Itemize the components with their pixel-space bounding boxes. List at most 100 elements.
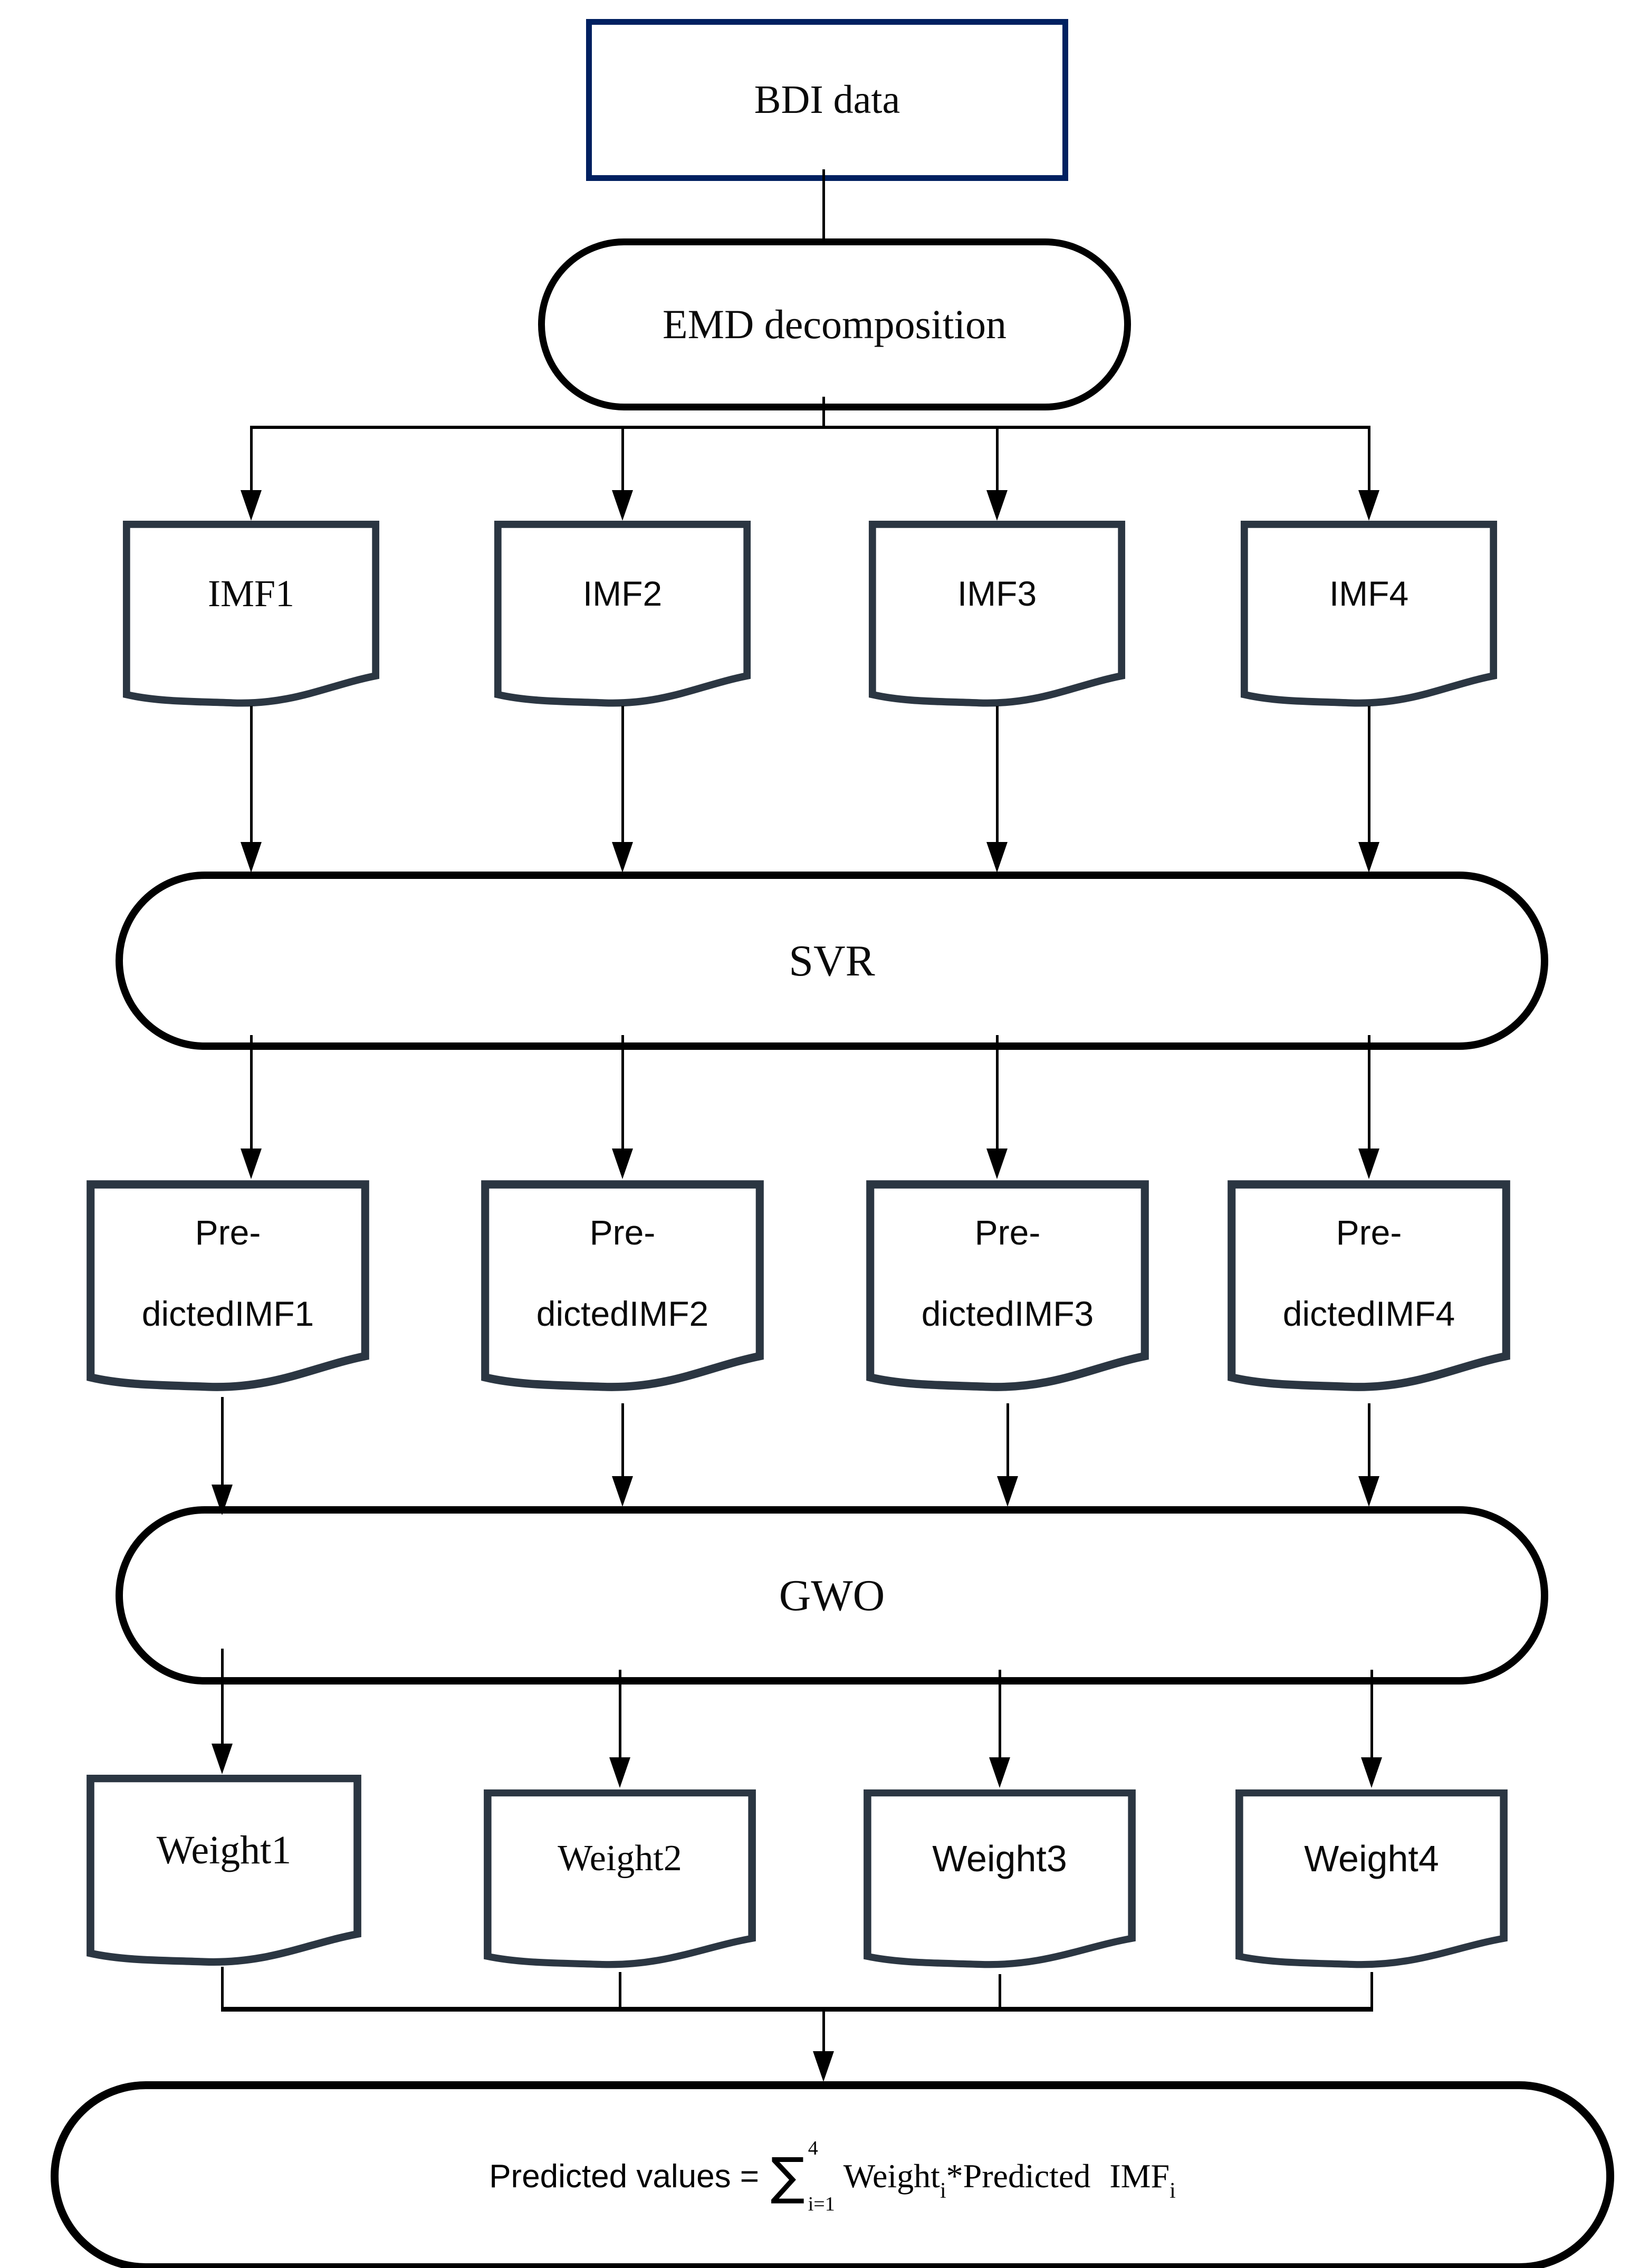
weight1-label: Weight1 [156,1827,292,1872]
formula-star-predicted: *Predicted [946,2157,1091,2195]
arrowhead-svr-pred2 [612,1149,633,1179]
imf4-label: IMF4 [1329,574,1409,613]
predicted-imf1-label: Pre- dictedIMF1 [85,1179,370,1403]
gwo-label: GWO [779,1571,885,1620]
sigma-limits: 4 i=1 [808,2137,835,2216]
predicted-imf4-label: Pre- dictedIMF4 [1226,1179,1511,1403]
imf2-label: IMF2 [582,574,663,613]
predicted-values-formula: Predicted values = ∑ 4 i=1 Weighti*Predi… [489,2137,1176,2216]
arrowhead-gwo-weight1 [212,1744,233,1774]
connector-svr-pred4 [1368,1035,1370,1149]
sigma-symbol: ∑ [771,2146,805,2206]
connector-weight3-collector [999,1974,1001,2011]
connector-to-imf1 [250,429,253,492]
predicted-imf2-line1: Pre- [589,1212,656,1252]
predicted-imf1-line1: Pre- [195,1212,261,1252]
connector-imf4-svr [1368,706,1370,844]
arrowhead-pred1-gwo [212,1485,233,1515]
connector-weight2-collector [619,1972,621,2011]
gwo-node: GWO [116,1506,1548,1685]
sigma-lower-limit: i=1 [808,2193,835,2215]
arrowhead-svr-pred4 [1358,1149,1379,1179]
connector-pred4-gwo [1368,1403,1370,1477]
connector-imf2-svr [621,706,624,844]
bdi-data-box: BDI data [586,19,1068,181]
connector-pred2-gwo [621,1403,624,1477]
connector-emd-distributor [822,397,825,427]
predicted-imf3-label: Pre- dictedIMF3 [865,1179,1150,1403]
connector-to-imf3 [996,429,999,492]
connector-imf3-svr [996,706,999,844]
connector-pred3-gwo [1006,1403,1009,1477]
arrowhead-pred3-gwo [997,1476,1018,1507]
arrowhead-gwo-weight2 [609,1757,630,1788]
connector-collector-final [822,2011,825,2052]
predicted-imf3-line2: dictedIMF3 [921,1294,1094,1333]
arrowhead-svr-pred1 [241,1149,262,1179]
connector-svr-pred1 [250,1035,253,1149]
imf3-label: IMF3 [957,574,1037,613]
collector-line [221,2007,1373,2012]
connector-to-imf2 [621,429,624,492]
connector-svr-pred3 [996,1035,999,1149]
arrowhead-imf3-svr [986,842,1008,873]
predicted-imf1-line2: dictedIMF1 [141,1294,314,1333]
connector-bdi-emd [822,169,825,238]
predicted-values-node: Predicted values = ∑ 4 i=1 Weighti*Predi… [51,2081,1614,2268]
arrowhead-to-imf2 [612,490,633,521]
weight4-label: Weight4 [1304,1838,1439,1879]
connector-imf1-svr [250,706,253,844]
imf1-label: IMF1 [207,572,295,615]
arrowhead-pred4-gwo [1358,1476,1379,1507]
arrowhead-collector-final [813,2051,834,2082]
emd-decomposition-node: EMD decomposition [538,238,1131,410]
imf2-document: IMF2 [493,520,752,717]
sigma-upper-limit: 4 [808,2137,818,2159]
predicted-imf4-line1: Pre- [1336,1212,1402,1252]
weight1-document: Weight1 [85,1774,362,1977]
predicted-imf2-line2: dictedIMF2 [536,1294,709,1333]
imf4-document: IMF4 [1240,520,1498,717]
arrowhead-imf2-svr [612,842,633,873]
predicted-imf3-line1: Pre- [974,1212,1041,1252]
predicted-imf4-document: Pre- dictedIMF4 [1226,1179,1511,1403]
arrowhead-gwo-weight4 [1361,1757,1382,1788]
connector-gwo-weight1 [221,1649,224,1745]
distributor-line [250,426,1370,429]
arrowhead-to-imf3 [986,490,1008,521]
predicted-imf2-label: Pre- dictedIMF2 [480,1179,765,1403]
formula-weight-subscript: i [939,2179,946,2203]
predicted-imf3-document: Pre- dictedIMF3 [865,1179,1150,1403]
connector-to-imf4 [1368,429,1370,492]
svr-node: SVR [116,872,1548,1050]
arrowhead-imf4-svr [1358,842,1379,873]
connector-pred1-gwo [221,1397,224,1486]
formula-imf-term: IMF [1109,2157,1170,2195]
formula-imf-subscript: i [1169,2179,1176,2203]
predicted-imf1-document: Pre- dictedIMF1 [85,1179,370,1403]
connector-gwo-weight2 [619,1670,621,1758]
weight3-document: Weight3 [862,1788,1137,1978]
weight3-label: Weight3 [932,1838,1067,1879]
predicted-imf4-line2: dictedIMF4 [1282,1294,1455,1333]
weight2-document: Weight2 [483,1788,757,1978]
arrowhead-to-imf1 [241,490,262,521]
connector-gwo-weight4 [1370,1670,1373,1758]
arrowhead-imf1-svr [241,842,262,873]
connector-weight4-collector [1370,1972,1373,2011]
arrowhead-pred2-gwo [612,1476,633,1507]
formula-prefix: Predicted values = [489,2158,760,2195]
weight2-label: Weight2 [558,1838,682,1879]
imf3-document: IMF3 [868,520,1126,717]
formula-weight-term: Weight [843,2157,940,2195]
predicted-imf2-document: Pre- dictedIMF2 [480,1179,765,1403]
arrowhead-to-imf4 [1358,490,1379,521]
bdi-data-label: BDI data [754,78,900,122]
emd-decomposition-label: EMD decomposition [662,301,1007,347]
svr-label: SVR [789,936,875,985]
weight4-document: Weight4 [1234,1788,1509,1978]
arrowhead-svr-pred3 [986,1149,1008,1179]
imf1-document: IMF1 [122,520,380,717]
